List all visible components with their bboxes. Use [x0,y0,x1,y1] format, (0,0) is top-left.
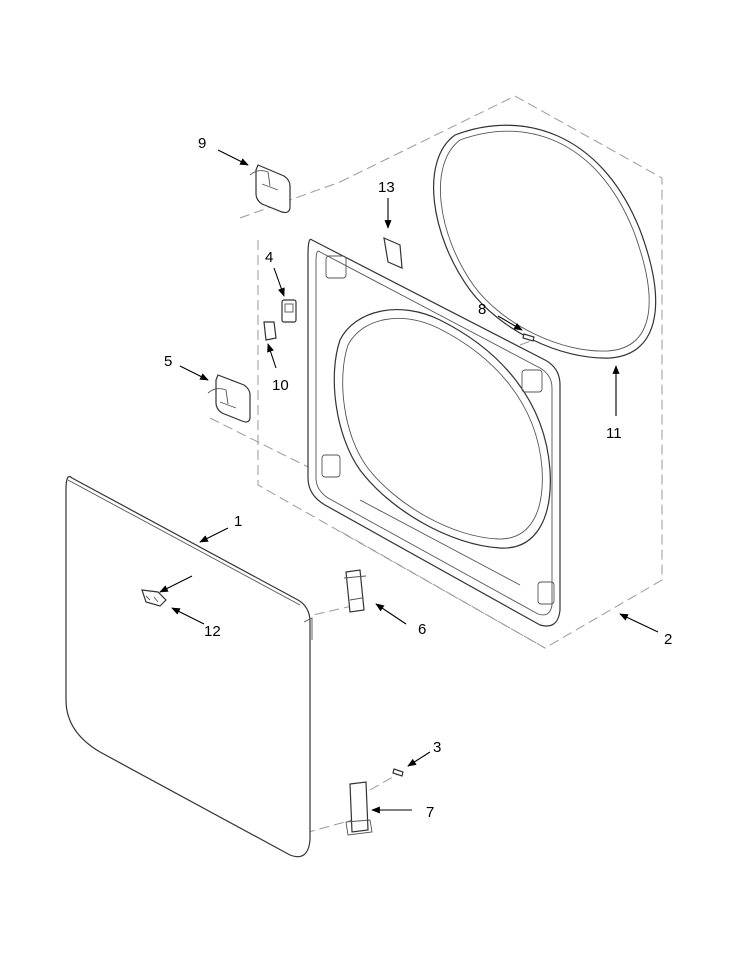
callout-13: 13 [378,179,395,196]
clip-13-part [383,237,403,269]
strike-10-part [263,321,277,341]
switch-4-part [281,299,297,323]
screw-3-part [392,768,404,777]
screw-8-part [522,333,535,342]
callout-3: 3 [433,739,441,756]
door-panel-part [65,475,313,858]
callout-6: 6 [418,621,426,638]
callout-2: 2 [664,631,672,648]
callout-4: 4 [265,249,273,266]
callout-labels: 9 13 4 8 10 5 11 1 12 6 2 3 7 [164,135,672,821]
callout-10: 10 [272,377,289,394]
top-hinge-bracket-part [249,164,291,214]
callout-7: 7 [426,804,434,821]
callout-12: 12 [204,623,221,640]
callout-1: 1 [234,513,242,530]
leader-lines [159,149,659,814]
door-gasket-part [433,124,657,359]
front-panel-part [307,238,561,627]
hinge-6-part [343,569,367,613]
callout-8: 8 [478,301,486,318]
callout-9: 9 [198,135,206,152]
hinge-7-part [345,781,373,836]
callout-11: 11 [606,425,622,442]
callout-5: 5 [164,353,172,370]
bottom-hinge-bracket-part [207,374,251,423]
